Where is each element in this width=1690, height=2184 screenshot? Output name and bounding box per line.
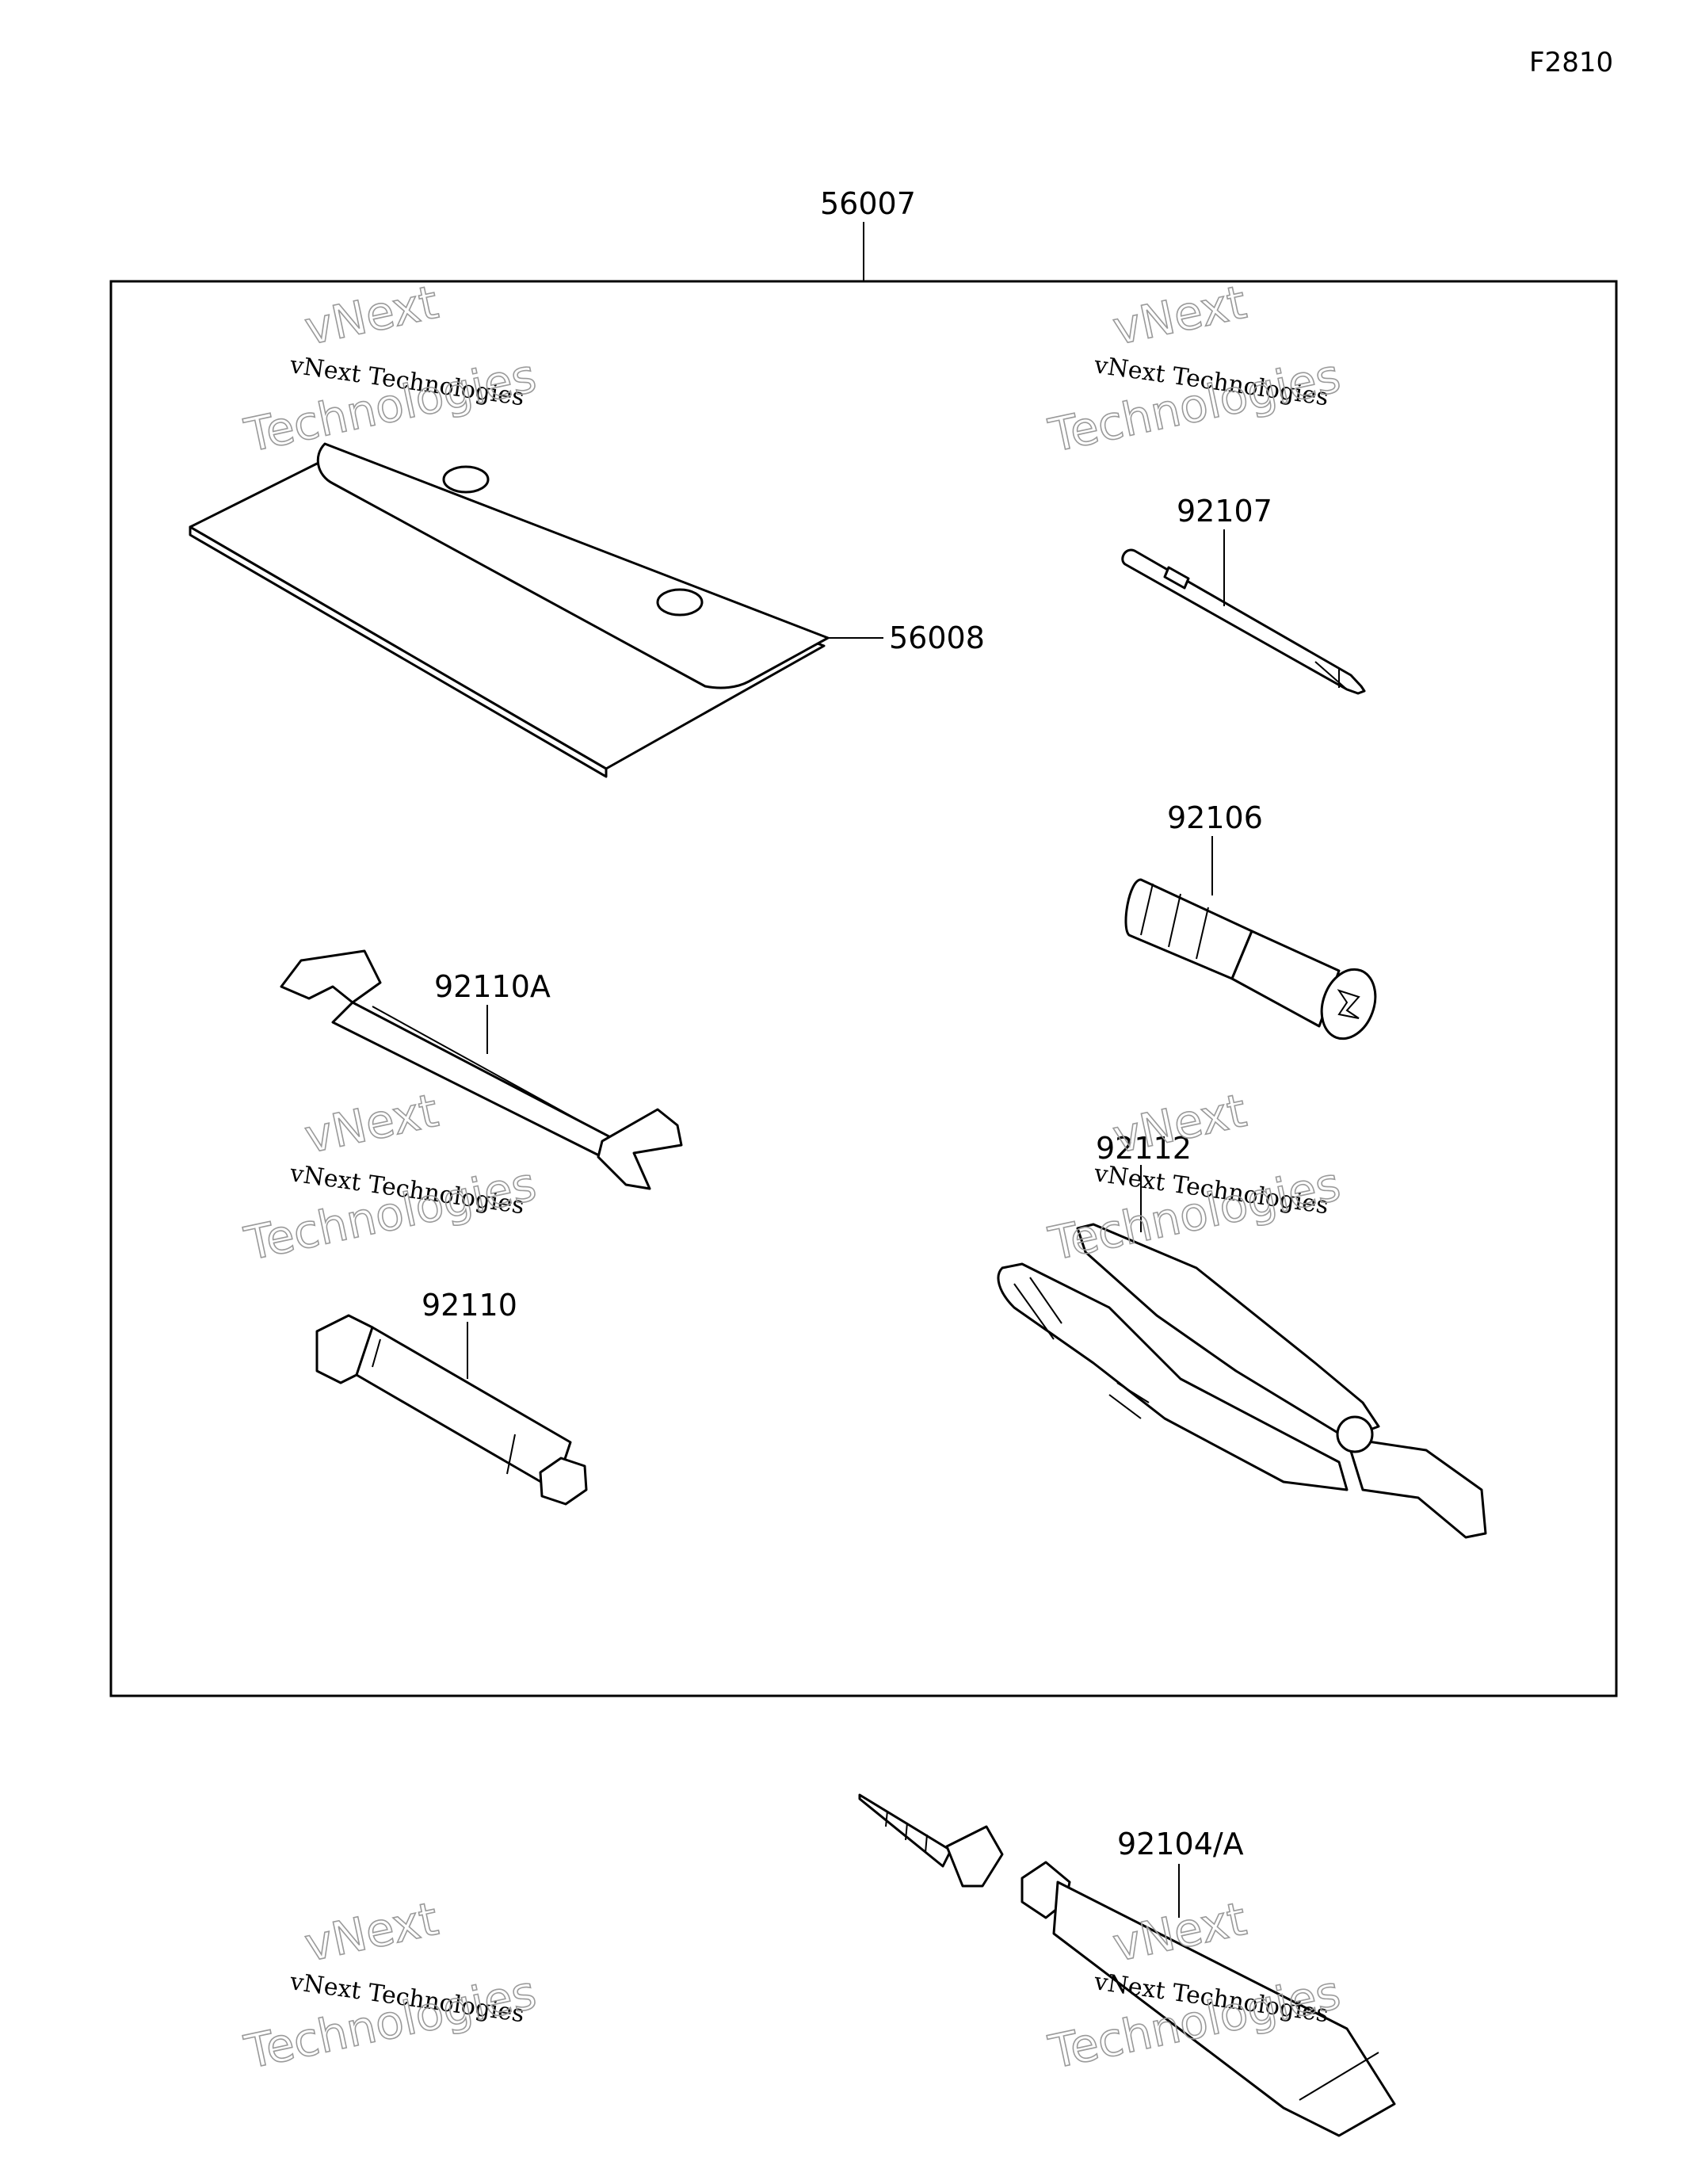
label-92106: 92106 — [1167, 800, 1263, 835]
label-56007: 56007 — [820, 186, 916, 221]
watermark-line1: vNext — [1108, 275, 1251, 356]
watermark-bottom-left: vNext vNext Technologies Technologies — [239, 1891, 541, 2080]
label-56008: 56008 — [889, 620, 985, 655]
watermark-line1: vNext — [300, 275, 443, 356]
label-92112: 92112 — [1096, 1131, 1192, 1166]
watermark-top-left: vNext vNext Technologies Technologies — [239, 274, 541, 464]
wrench-illustration — [280, 949, 683, 1190]
watermark-line1: vNext — [300, 1083, 443, 1164]
repair-kit-illustration — [858, 1793, 1396, 2137]
label-92107: 92107 — [1177, 494, 1272, 529]
label-92104A: 92104/A — [1117, 1827, 1244, 1861]
watermark-line1: vNext — [300, 1892, 443, 1972]
label-92110A: 92110A — [434, 969, 551, 1004]
watermark-mid-left: vNext vNext Technologies Technologies — [239, 1082, 541, 1272]
spark-plug-wrench-illustration — [315, 1314, 588, 1506]
watermark-mid-right: vNext vNext Technologies Technologies — [1043, 1082, 1345, 1272]
figure-id: F2810 — [1529, 47, 1613, 78]
tool-case-illustration — [189, 442, 830, 778]
pliers-illustration — [997, 1223, 1487, 1539]
screwdriver-handle-illustration — [1124, 878, 1377, 1040]
label-92110: 92110 — [422, 1288, 517, 1323]
screwdriver-bit-illustration — [1121, 548, 1366, 695]
watermark-top-right: vNext vNext Technologies Technologies — [1043, 274, 1345, 464]
